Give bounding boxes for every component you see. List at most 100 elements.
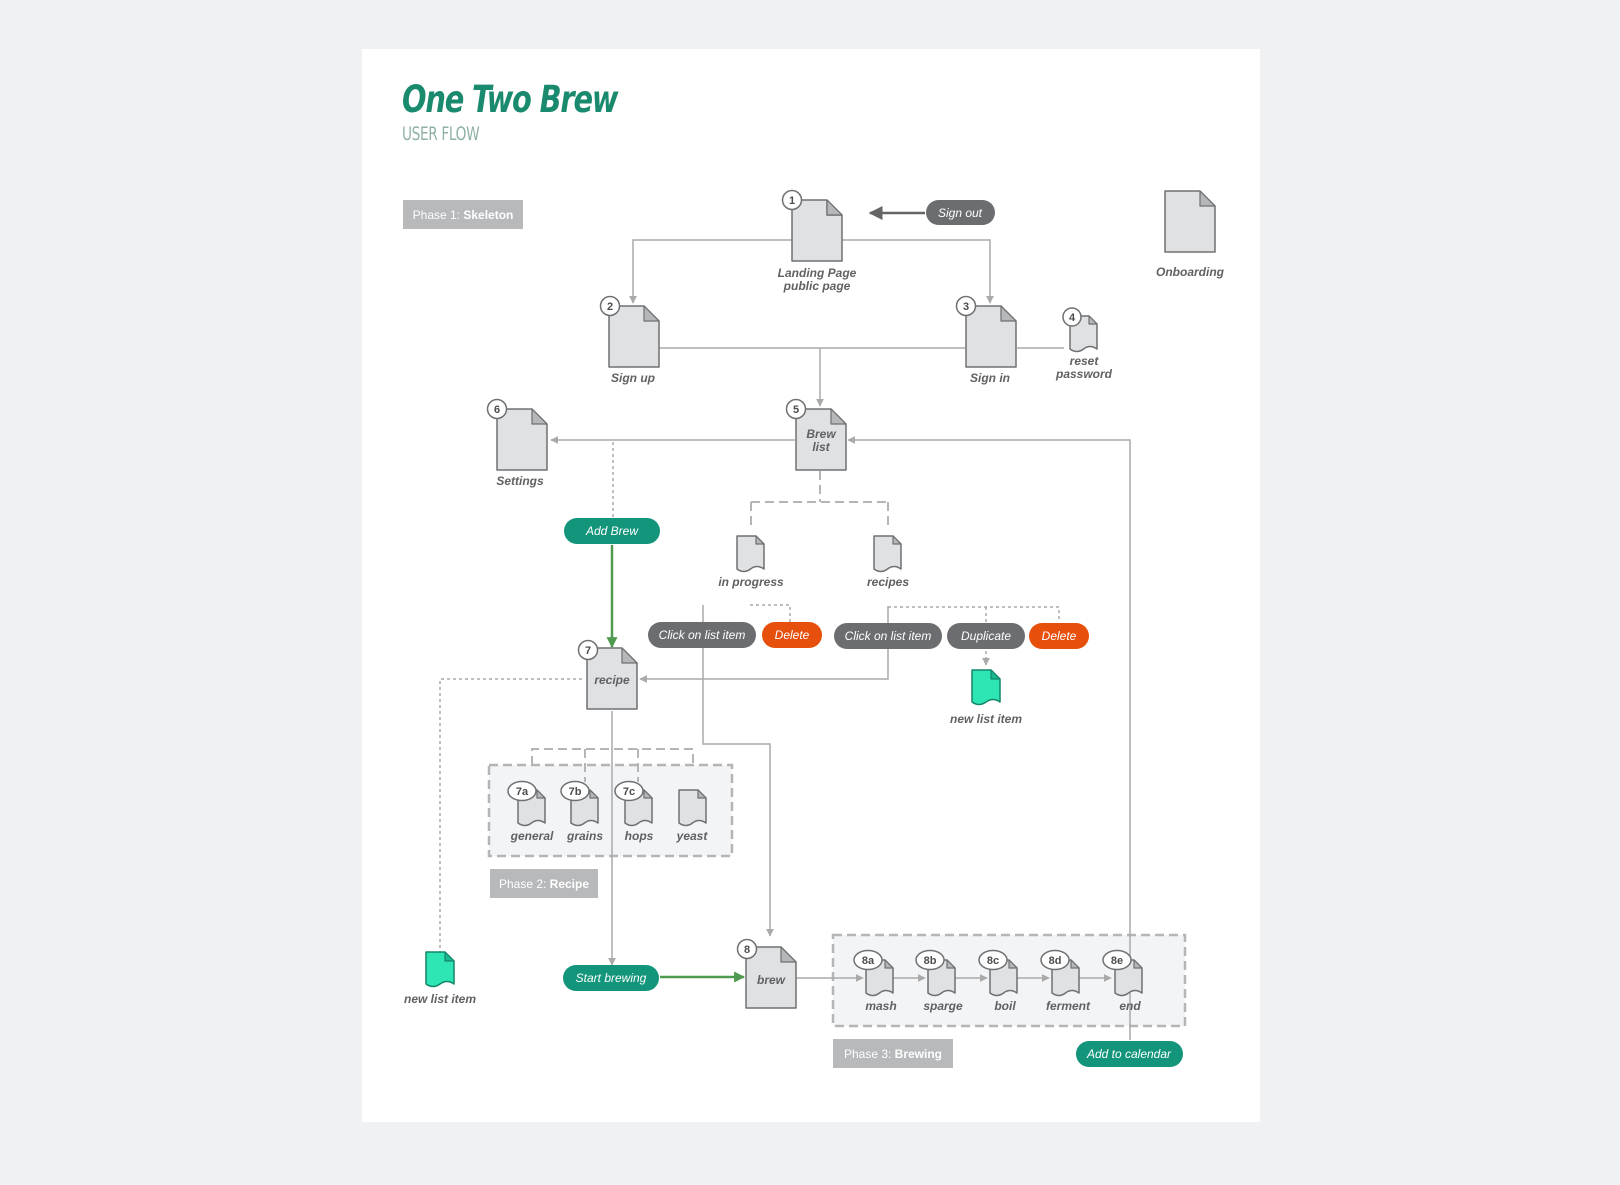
branch-brewlist-tabs [750,471,889,530]
duplicate-button[interactable]: Duplicate [947,623,1025,649]
step-number-badge [614,780,644,802]
step-number: 7 [585,645,591,657]
step-number-badge [915,949,945,971]
step-number-badge [785,398,807,420]
connector-recipes-actions [888,606,1060,622]
page-label: recipe [594,673,630,687]
start-brewing-button[interactable]: Start brewing [563,965,659,991]
new-list-item-recipe[interactable]: new list item [404,951,476,1006]
page-label: recipes [867,575,909,589]
svg-text:Delete: Delete [1042,629,1077,643]
page-label: yeast [676,829,709,843]
step-number-badge [507,780,537,802]
page-general[interactable]: 7a general [507,780,554,844]
diagram-title: One Two Brew [402,78,619,121]
svg-text:Add to calendar: Add to calendar [1086,1047,1172,1061]
connector-inprogress-brew [702,605,774,937]
page-label: grains [566,829,603,843]
step-number: 6 [494,404,500,416]
step-number-badge [599,295,621,317]
click-list-item-recipes-button[interactable]: Click on list item [834,623,942,649]
page-label: reset [1070,354,1100,368]
page-label: Sign up [611,371,655,385]
step-number: 7a [516,786,529,798]
page-onboarding[interactable]: Onboarding [1156,190,1225,279]
page-brewlist[interactable]: 5 Brew list [785,398,847,471]
svg-text:Click on list item: Click on list item [845,629,932,643]
svg-text:Add Brew: Add Brew [585,524,639,538]
phase-tag-brewing: Phase 3: Brewing [833,1039,953,1068]
page-label: mash [865,999,896,1013]
page-in-progress[interactable]: in progress [718,535,784,589]
optional-connectors [439,442,1060,952]
branch-recipe-sections [531,748,694,782]
step-number: 1 [789,195,795,207]
step-number: 4 [1069,312,1076,324]
page-ferment[interactable]: 8d ferment [1040,949,1091,1014]
page-reset-password[interactable]: 4 reset password [1055,307,1113,381]
page-hops[interactable]: 7c hops [614,780,654,844]
list-page-icon [678,789,707,827]
step-number-badge [978,949,1008,971]
step-number: 8b [924,955,937,967]
new-list-item-recipes[interactable]: new list item [950,669,1022,726]
page-grains[interactable]: 7b grains [560,780,603,844]
svg-text:Sign out: Sign out [938,206,983,220]
page-recipe[interactable]: 7 recipe [577,639,638,710]
svg-text:Click on list item: Click on list item [659,628,746,642]
page-end[interactable]: 8e end [1102,949,1143,1014]
svg-text:Delete: Delete [775,628,810,642]
page-label: ferment [1046,999,1091,1013]
add-brew-button[interactable]: Add Brew [564,518,660,544]
page-recipes[interactable]: recipes [867,535,909,589]
connector-calendar-brewlist [847,436,1131,1040]
click-list-item-in-progress-button[interactable]: Click on list item [648,622,756,648]
page-label: brew [757,973,786,987]
svg-text:Phase 1: Skeleton: Phase 1: Skeleton [413,208,514,222]
step-number-badge [1102,949,1132,971]
step-number-badge [736,938,758,960]
page-boil[interactable]: 8c boil [978,949,1018,1014]
page-sublabel: password [1055,367,1113,381]
page-sparge[interactable]: 8b sparge [915,949,963,1014]
page-label: new list item [404,992,476,1006]
svg-text:Start brewing: Start brewing [576,971,647,985]
connector-landing-signup [629,239,792,304]
page-label: Brew [806,427,836,441]
page-label: in progress [718,575,784,589]
delete-in-progress-button[interactable]: Delete [762,622,822,648]
step-number-badge [577,639,599,661]
page-settings[interactable]: 6 Settings [486,398,548,489]
page-mash[interactable]: 8a mash [853,949,897,1014]
page-sublabel: public page [783,279,851,293]
page-brew[interactable]: 8 brew [736,938,797,1009]
step-number: 8c [987,955,999,967]
step-number-badge [1062,307,1082,327]
page-signin[interactable]: 3 Sign in [955,295,1017,386]
page-label: sparge [923,999,963,1013]
branch-connectors [531,471,889,782]
page-label: boil [994,999,1016,1013]
svg-text:Phase 2: Recipe: Phase 2: Recipe [499,877,589,891]
page-label: Settings [496,474,544,488]
page-label: end [1119,999,1141,1013]
step-number-badge [955,295,977,317]
step-number-badge [781,189,803,211]
connector-inprogress-delete [750,604,791,622]
connector-recipe-newitem [439,678,582,952]
svg-text:Phase 3: Brewing: Phase 3: Brewing [844,1047,942,1061]
diagram-subtitle: USER FLOW [402,123,480,145]
step-number: 8d [1049,955,1062,967]
sign-out-button[interactable]: Sign out [926,200,995,225]
page-signup[interactable]: 2 Sign up [599,295,660,386]
delete-recipes-button[interactable]: Delete [1029,623,1089,649]
step-number: 3 [963,301,969,313]
add-to-calendar-button[interactable]: Add to calendar [1076,1041,1183,1067]
step-number-badge [853,949,883,971]
step-number-badge [560,780,590,802]
page-landing[interactable]: 1 Landing Page public page [778,189,857,294]
list-page-icon [873,535,902,573]
page-label: new list item [950,712,1022,726]
page-label: general [510,829,554,843]
page-yeast[interactable]: yeast [676,789,709,843]
